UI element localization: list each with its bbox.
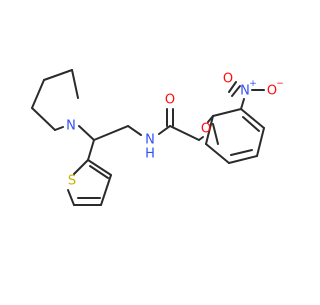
bond-pyr-5 [54,126,64,131]
bond-n-ch [78,125,95,141]
bond-bz-6b [212,123,219,145]
structure-diagram: N N H O O S N + O O − [31,69,284,206]
bond-co-ch2 [169,125,200,141]
bond-bz-4b [230,149,253,156]
bond-ch2-o [198,136,204,141]
bond-thio-2 [100,174,112,206]
bond-bz-nitro [240,98,245,110]
bond-ch-ch2 [93,125,129,141]
bond-thio-1 [87,159,112,176]
bond-thio-5 [73,159,89,175]
bond-bz-2 [240,108,265,129]
bond-nitro-o-top-2 [228,81,237,93]
bond-nh-co [158,125,171,135]
bond-pyr-3 [31,79,45,109]
bond-thio-4 [67,189,75,206]
bond-bz-3 [256,127,265,157]
bond-pyr-4 [31,107,56,131]
bond-bz-1 [212,108,242,117]
amide-hydrogen-label: H [145,147,155,162]
carbonyl-oxygen-label: O [165,93,175,108]
nitro-nitrogen-charge: + [249,79,257,89]
benzene-ring [205,108,265,164]
thiophene-sulfur-label: S [68,174,76,189]
bond-bz-4 [228,155,258,164]
bond-bz-2b [242,116,260,132]
ether-oxygen-label: O [201,122,211,137]
amide-nitrogen-label: N [145,133,155,148]
nitro-oxygen-charge: − [276,79,284,89]
molecule-canvas: N N H O O S N + O O − [31,69,284,206]
bond-bz-6 [205,115,214,145]
thiophene-ring [67,139,112,206]
bond-bz-5 [205,143,230,164]
nitro-oxygen-top-label: O [223,72,233,87]
bond-ch2-nh [127,125,142,136]
nitro-nitrogen-label: N [240,84,250,99]
pyrrolidine-nitrogen-label: N [66,119,76,134]
bond-pyr-2 [71,69,79,99]
bond-pyr-1 [43,69,73,81]
bond-ch-thio [87,139,95,161]
bond-nitro-o-top-1 [231,85,241,97]
pyrrolidine-ring [31,69,79,131]
bond-thio-1b [89,165,109,179]
nitro-oxygen-right-label: O [267,84,277,99]
